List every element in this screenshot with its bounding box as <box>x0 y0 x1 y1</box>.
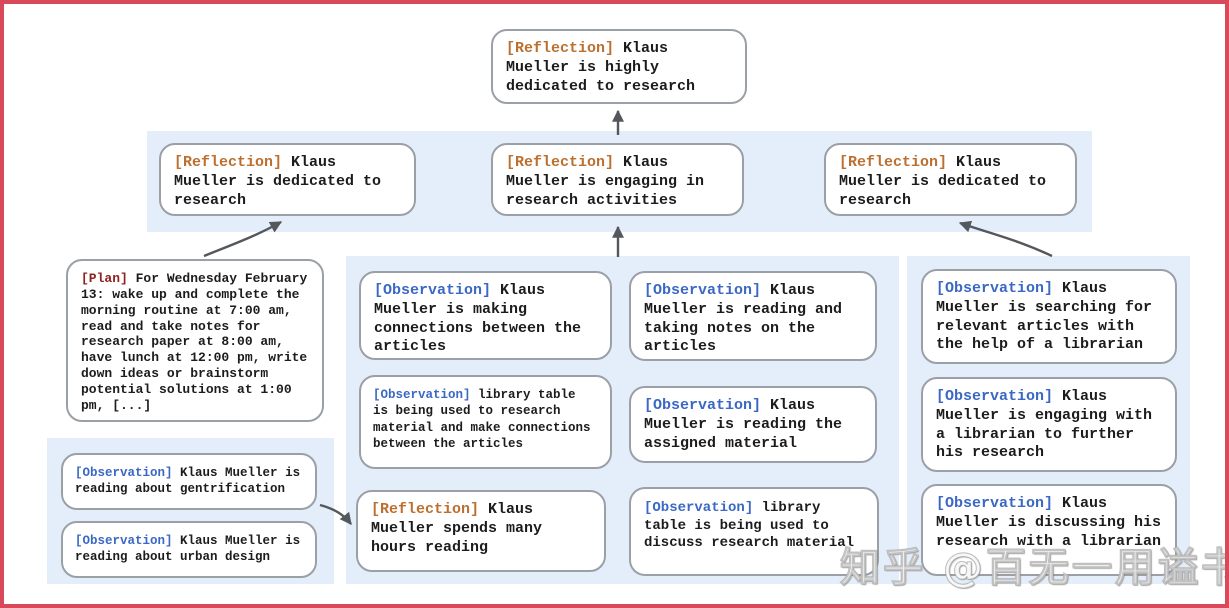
node-obs-discussing-research: [Observation] Klaus Mueller is discussin… <box>921 484 1177 576</box>
node-text: Klaus Mueller is dedicated to research <box>174 154 382 209</box>
observation-tag: [Observation] <box>75 466 173 480</box>
node-obs-assigned-material: [Observation] Klaus Mueller is reading t… <box>629 386 877 463</box>
zhihu-watermark: 知乎 @百无一用谥书生 <box>840 545 1225 592</box>
node-obs-library-discuss: [Observation] library table is being use… <box>629 487 879 576</box>
observation-tag: [Observation] <box>374 282 492 299</box>
node-text: Klaus Mueller is reading and taking note… <box>644 282 843 356</box>
node-root-reflection: [Reflection] Klaus Mueller is highly ded… <box>491 29 747 104</box>
observation-tag: [Observation] <box>644 397 762 414</box>
node-obs-gentrification: [Observation] Klaus Mueller is reading a… <box>61 453 317 510</box>
observation-tag: [Observation] <box>373 388 471 402</box>
node-text: Klaus Mueller is searching for relevant … <box>936 280 1153 354</box>
reflection-tag: [Reflection] <box>371 501 480 518</box>
observation-tag: [Observation] <box>75 534 173 548</box>
node-text: Klaus Mueller is discussing his research… <box>936 495 1162 550</box>
node-text: Klaus Mueller is making connections betw… <box>374 282 582 356</box>
reflection-tag: [Reflection] <box>506 40 615 57</box>
node-text: Klaus Mueller is reading the assigned ma… <box>644 397 843 452</box>
node-reflection-left: [Reflection] Klaus Mueller is dedicated … <box>159 143 416 216</box>
observation-tag: [Observation] <box>644 282 762 299</box>
node-obs-library-research: [Observation] library table is being use… <box>359 375 612 469</box>
node-reflection-middle: [Reflection] Klaus Mueller is engaging i… <box>491 143 744 216</box>
reflection-tag: [Reflection] <box>839 154 948 171</box>
node-obs-searching-articles: [Observation] Klaus Mueller is searching… <box>921 269 1177 364</box>
observation-tag: [Observation] <box>936 388 1054 405</box>
node-text: library table is being used to discuss r… <box>644 500 855 551</box>
node-text: library table is being used to research … <box>373 388 591 451</box>
plan-tag: [Plan] <box>81 271 128 286</box>
node-obs-urban-design: [Observation] Klaus Mueller is reading a… <box>61 521 317 578</box>
observation-tag: [Observation] <box>936 495 1054 512</box>
node-text: Klaus Mueller is dedicated to research <box>839 154 1047 209</box>
observation-tag: [Observation] <box>644 500 754 516</box>
node-text: Klaus Mueller spends many hours reading <box>371 501 543 556</box>
node-reflection-right: [Reflection] Klaus Mueller is dedicated … <box>824 143 1077 216</box>
node-plan: [Plan] For Wednesday February 13: wake u… <box>66 259 324 422</box>
node-obs-connections: [Observation] Klaus Mueller is making co… <box>359 271 612 360</box>
node-obs-engaging-librarian: [Observation] Klaus Mueller is engaging … <box>921 377 1177 472</box>
node-text: Klaus Mueller is reading about urban des… <box>75 534 301 565</box>
node-reflection-hours-reading: [Reflection] Klaus Mueller spends many h… <box>356 490 606 572</box>
reflection-tag: [Reflection] <box>506 154 615 171</box>
node-text: Klaus Mueller is reading about gentrific… <box>75 466 301 497</box>
node-text: Klaus Mueller is highly dedicated to res… <box>506 40 696 95</box>
node-text: Klaus Mueller is engaging in research ac… <box>506 154 705 209</box>
node-text: Klaus Mueller is engaging with a librari… <box>936 388 1153 462</box>
observation-tag: [Observation] <box>936 280 1054 297</box>
node-obs-taking-notes: [Observation] Klaus Mueller is reading a… <box>629 271 877 361</box>
node-text: For Wednesday February 13: wake up and c… <box>81 271 308 413</box>
reflection-tag: [Reflection] <box>174 154 283 171</box>
